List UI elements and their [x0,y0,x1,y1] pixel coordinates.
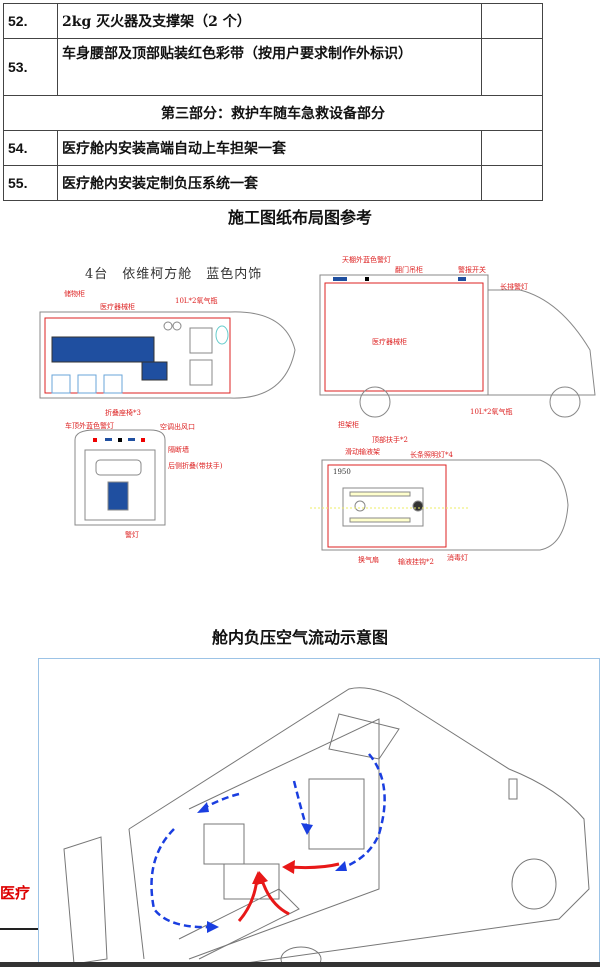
label-long-light: 长排警灯 [500,283,528,291]
label-side-oxygen: 10L*2氧气瓶 [470,408,513,416]
label-partition: 隔断墙 [168,446,189,454]
side-text: 医疗 [0,884,31,902]
section-heading: 第三部分：救护车随车急救设备部分 [3,95,543,131]
rear-view-drawing [74,429,166,526]
label-ceiling-lights: 天棚外蓝色警灯 [342,256,391,264]
label-oxygen: 10L*2氧气瓶 [175,297,218,305]
section-row: 第三部分：救护车随车急救设备部分 [3,95,543,131]
label-light: 警灯 [125,531,139,539]
label-folding-seats: 折叠座椅*3 [105,409,141,417]
label-medical-cabinet: 医疗器械柜 [100,303,135,311]
label-iv-hooks: 输液挂钩*2 [398,558,434,566]
row-text: 医疗舱内安装定制负压系统一套 [57,165,482,201]
spec-table: 52. 2kg 灭火器及支撑架（2 个） 53. 车身腰部及顶部贴装红色彩带（按… [3,3,543,201]
airflow-title: 舱内负压空气流动示意图 [211,628,388,647]
label-uv-lamp: 消毒灯 [447,554,468,562]
row-number: 52. [3,3,58,39]
label-med-cabinet: 医疗器械柜 [372,338,407,346]
red-airflow-arrows [237,862,340,922]
divider-line [0,928,38,930]
label-handrails: 顶部扶手*2 [372,436,408,444]
side-view-drawing [319,274,596,418]
label-rear-fold: 后侧折叠(带扶手) [168,462,223,470]
table-row: 52. 2kg 灭火器及支撑架（2 个） [3,3,543,39]
ceiling-view-drawing [310,459,569,551]
layout-drawings [39,274,596,551]
row-text: 医疗舱内安装高端自动上车担架一套 [57,130,482,166]
label-storage-cabinet: 储物柜 [64,290,85,298]
row-number: 55. [3,165,58,201]
table-row: 54. 医疗舱内安装高端自动上车担架一套 [3,130,543,166]
bottom-bar [0,962,600,967]
red-arrowheads [252,860,295,885]
top-view-drawing [39,311,296,399]
label-iv-rail: 滑动输液架 [345,448,380,456]
blue-arrowheads [197,802,347,933]
label-ac-vent: 空调出风口 [160,423,195,431]
table-row: 53. 车身腰部及顶部贴装红色彩带（按用户要求制作外标识） [3,38,543,96]
label-stretcher-cabinet: 担架柜 [338,421,359,429]
row-text: 车身腰部及顶部贴装红色彩带（按用户要求制作外标识） [57,38,482,96]
label-fan: 换气扇 [358,556,379,564]
label-strip-lights: 长条照明灯*4 [410,451,453,459]
vehicle-cutaway [63,687,590,968]
label-alarm-switch: 警报开关 [458,266,486,274]
layout-title: 施工图纸布局图参考 [227,208,372,227]
row-number: 54. [3,130,58,166]
airflow-diagram [63,687,590,968]
label-upper-cabinet: 翻门吊柜 [395,266,423,274]
label-roof-lights: 车顶外蓝色警灯 [65,422,114,430]
label-dimension: 1950 [333,468,351,476]
layout-subtitle: 4台 依维柯方舱 蓝色内饰 [85,267,263,282]
airflow-diagram-frame [38,658,600,968]
table-row: 55. 医疗舱内安装定制负压系统一套 [3,165,543,201]
blue-airflow-arrows [150,753,386,929]
row-text: 2kg 灭火器及支撑架（2 个） [57,3,482,39]
row-number: 53. [3,38,58,96]
